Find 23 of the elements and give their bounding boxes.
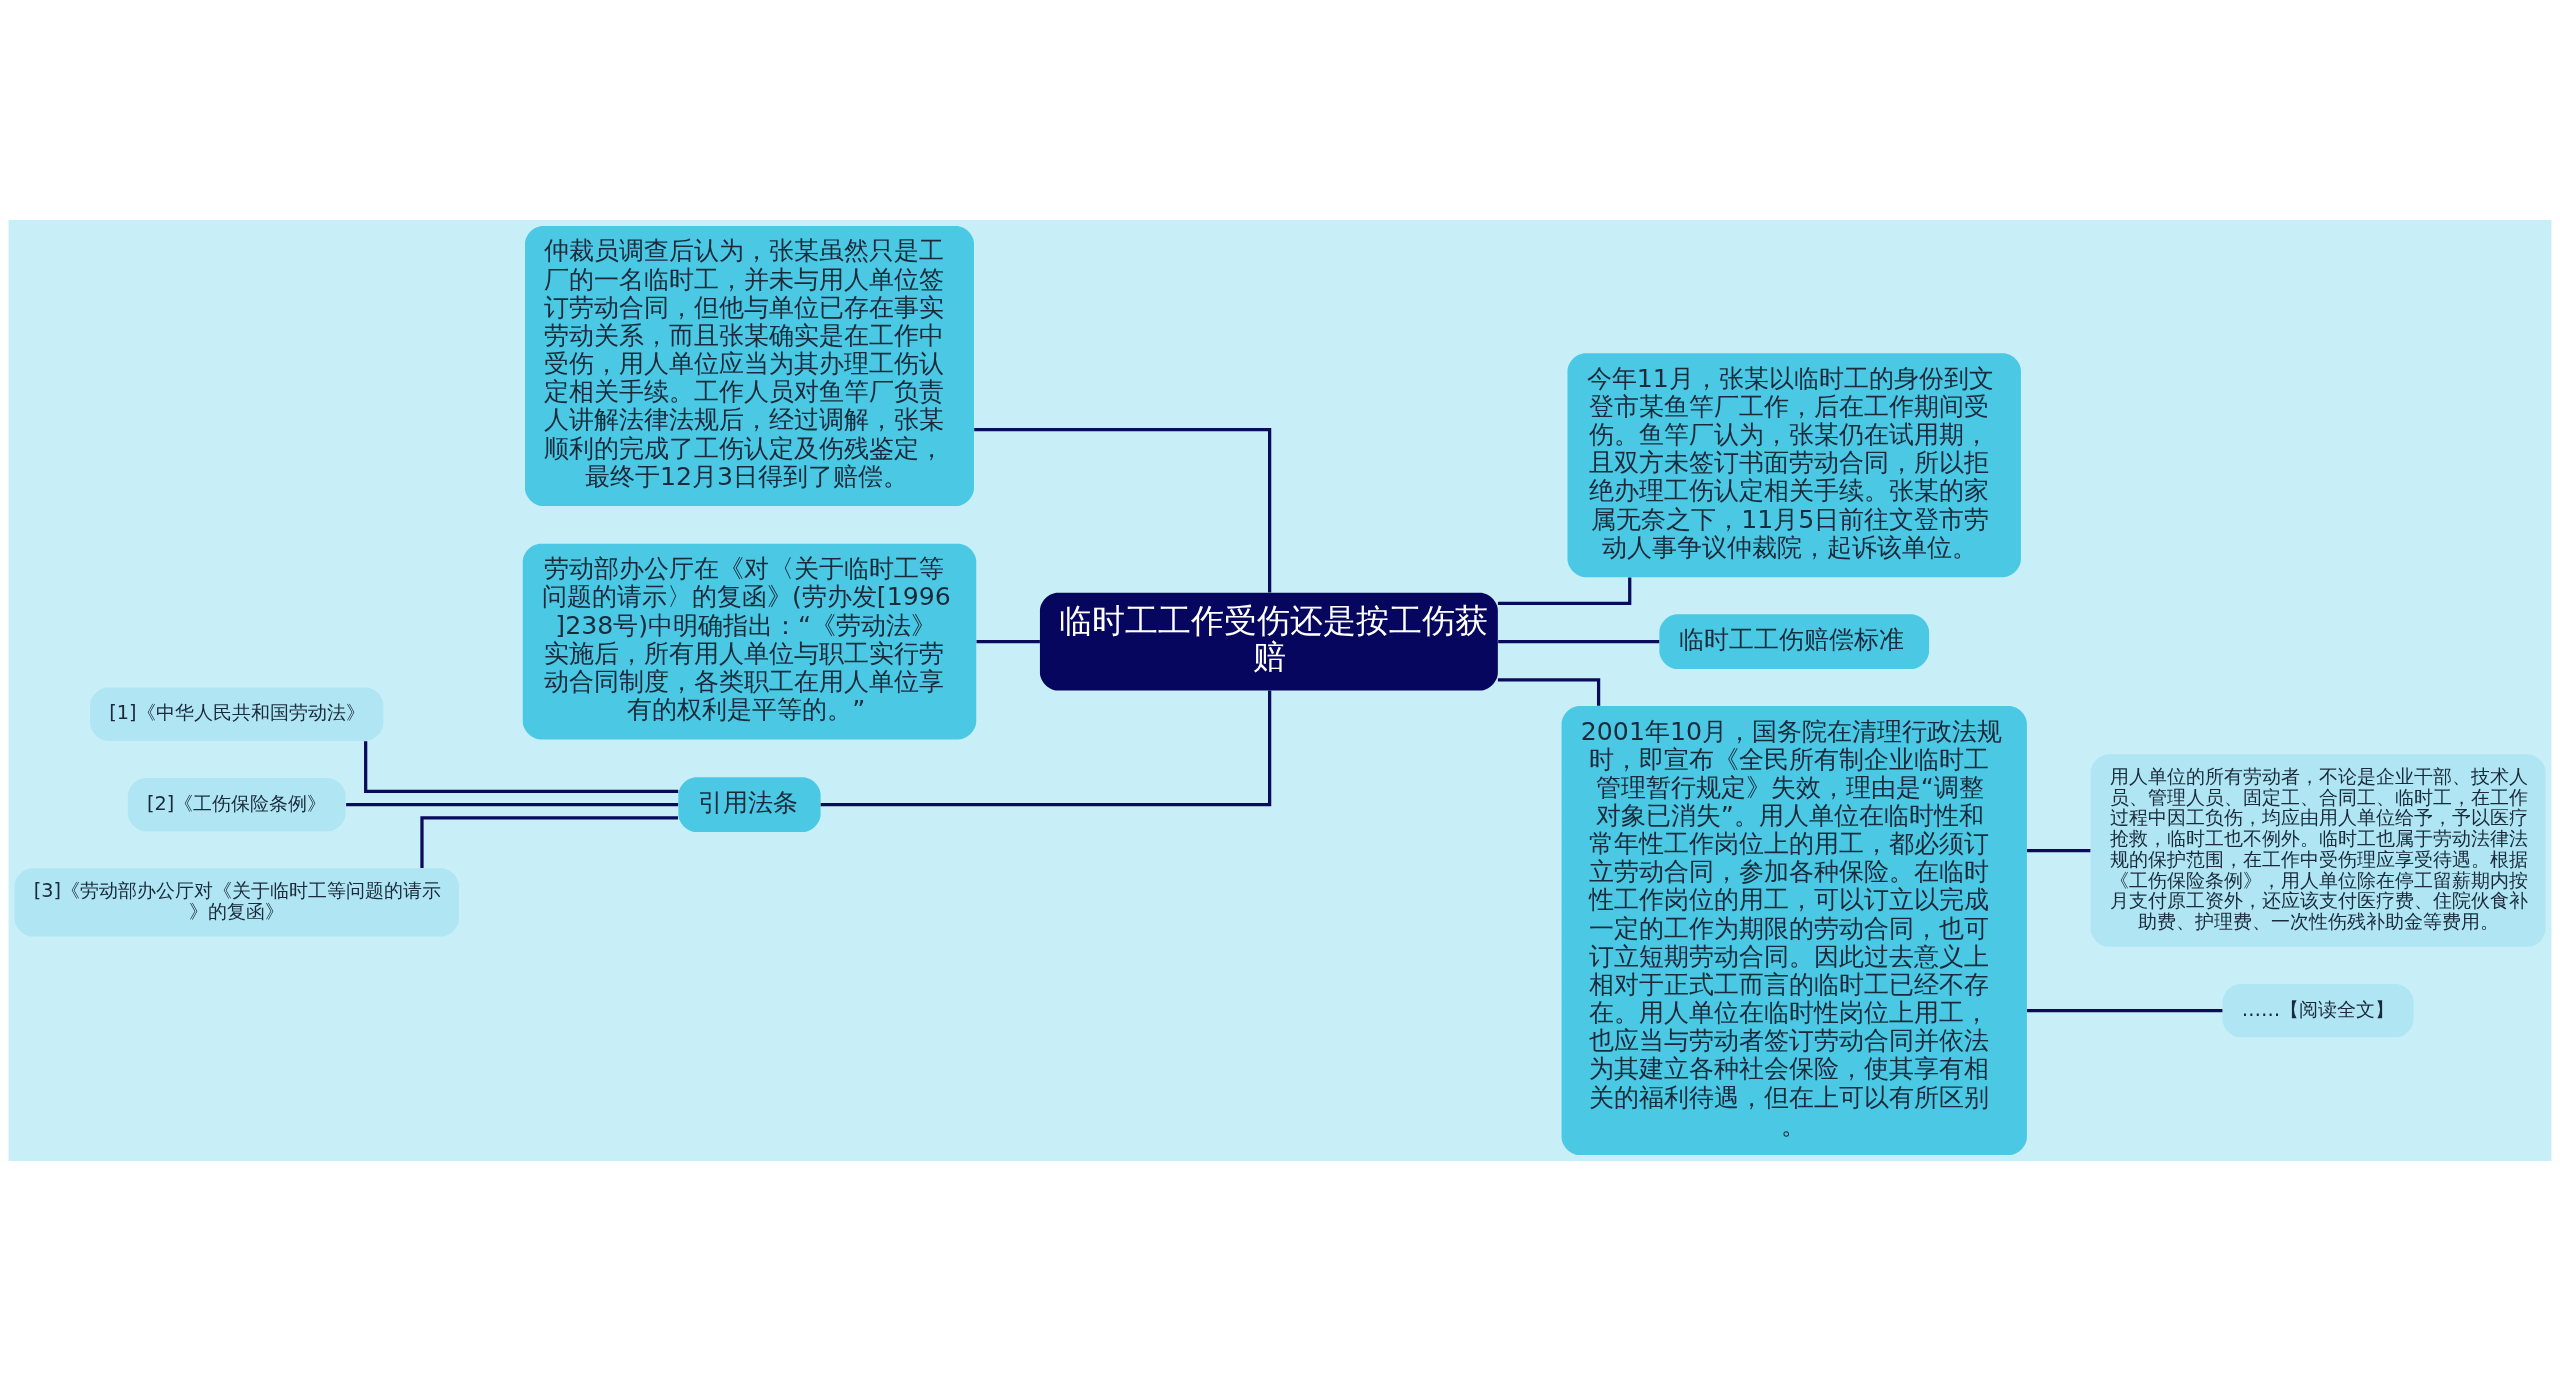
node-box: 临时工工作受伤还是按工伤获赔 (1039, 592, 1498, 690)
connector (974, 427, 1272, 592)
connector (346, 802, 679, 806)
node-box: [2]《工伤保险条例》 (127, 777, 346, 831)
connector (2027, 1008, 2223, 1012)
node-box: [1]《中华人民共和国劳动法》 (90, 687, 384, 741)
node-box: 今年11月，张某以临时工的身份到文登市某鱼竿厂工作，后在工作期间受伤。鱼竿厂认为，张某仍在试用期，且双方未签订书面劳动合同，所以拒绝办理工伤认定相关手续。张某的家属无奈之下，11月5日前往文登市劳动人事争议仲裁院，起诉该单位。 (1567, 352, 2021, 577)
connector (820, 690, 1272, 806)
connector (1497, 677, 1601, 706)
connector (976, 639, 1040, 643)
connector (2027, 848, 2091, 852)
connector (1497, 576, 1632, 605)
node-box: 2001年10月，国务院在清理行政法规时，即宣布《全民所有制企业临时工管理暂行规定》失效，理由是“调整对象已消失”。用人单位在临时性和常年性工作岗位上的用工，都必须订立劳动合同，参加各种保险。在临时性工作岗位的用工，可以订立以完成一定的工作为期限的劳动合同，也可订立短期劳动合同。因此过去意义上相对于正式工而言的临时工已经不存在。用人单位在临时性岗位上用工，也应当与劳动者签订劳动合同并依法为其建立各种社会保险，使其享有相关的福利待遇，但在上可以有所区别。 (1561, 705, 2027, 1155)
node-box: 用人单位的所有劳动者，不论是企业干部、技术人员、管理人员、固定工、合同工、临时工，在工作过程中因工负伤，均应由用人单位给予，予以医疗抢救，临时工也不例外。临时工也属于劳动法律法规的保护范围，在工作中受伤理应享受待遇。根据《工伤保险条例》，用人单位除在停工留薪期内按月支付原工资外，还应该支付医疗费、住院伙食补助费、护理费、一次性伤残补助金等费用。 (2090, 753, 2546, 947)
connector (420, 815, 678, 868)
connector (1498, 639, 1660, 643)
connector (364, 740, 679, 793)
node-box: ……【阅读全文】 (2222, 983, 2414, 1037)
node-box: [3]《劳动部办公厅对《关于临时工等问题的请示》的复函》 (14, 867, 460, 936)
node-box: 临时工工伤赔偿标准 (1659, 613, 1930, 669)
node-box: 劳动部办公厅在《对〈关于临时工等问题的请示〉的复函》(劳办发[1996]238号)中明确指出：“《劳动法》实施后，所有用人单位与职工实行劳动合同制度，各类职工在用人单位享有的权利是平等的。” (522, 543, 977, 739)
node-box: 仲裁员调查后认为，张某虽然只是工厂的一名临时工，并未与用人单位签订劳动合同，但他与单位已存在事实劳动关系，而且张某确实是在工作中受伤，用人单位应当为其办理工伤认定相关手续。工作人员对鱼竿厂负责人讲解法律法规后，经过调解，张某顺利的完成了工伤认定及伤残鉴定，最终于12月3日得到了赔偿。 (525, 225, 974, 506)
node-box: 引用法条 (678, 776, 821, 832)
